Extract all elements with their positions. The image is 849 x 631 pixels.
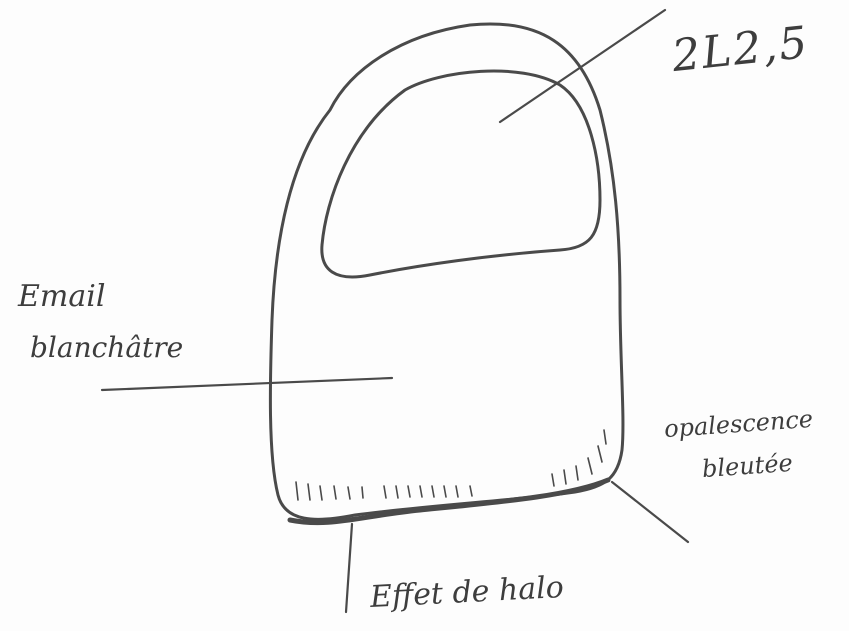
leader-opalescence xyxy=(610,480,690,544)
enamel-label-line1: Email xyxy=(18,279,106,314)
leader-halo xyxy=(344,522,354,614)
tooth-outline xyxy=(268,22,625,521)
dentin-zone xyxy=(320,69,602,279)
halo-hatching xyxy=(295,481,473,501)
enamel-label-line2: blanchâtre xyxy=(30,331,184,364)
leader-shade xyxy=(498,8,667,124)
leader-enamel xyxy=(100,376,394,392)
opalescence-hatching xyxy=(551,429,607,487)
opalescence-label-line2: bleutée xyxy=(701,448,794,484)
halo-edge xyxy=(287,477,611,526)
